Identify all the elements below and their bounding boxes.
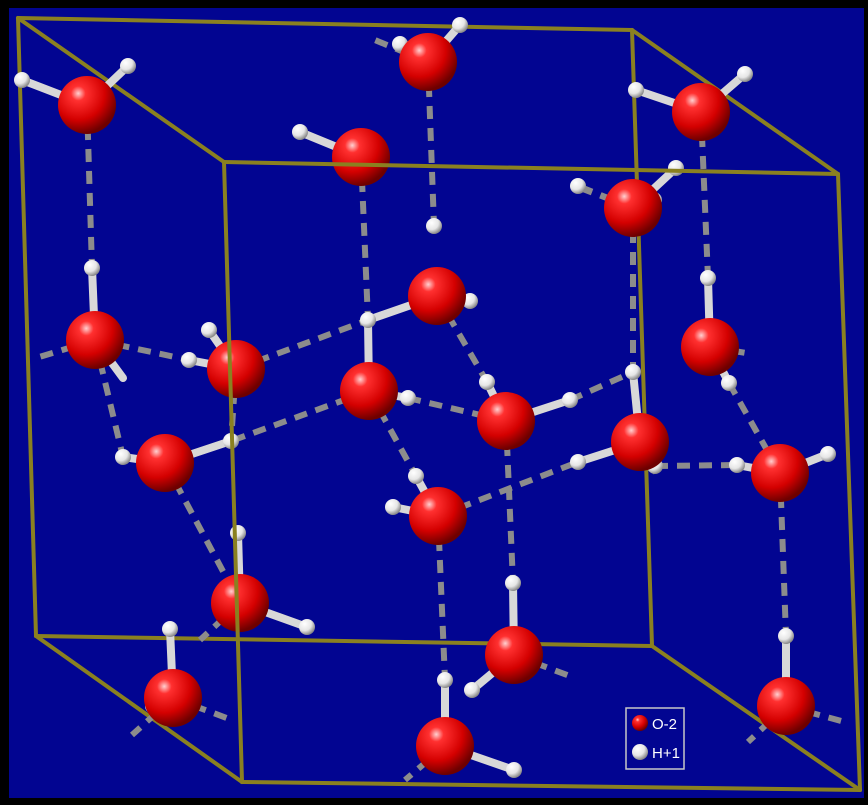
oxygen-atom <box>332 128 390 186</box>
hydrogen-bond <box>366 389 419 478</box>
hydrogen-atom <box>479 374 495 390</box>
hydrogen-atom <box>737 66 753 82</box>
hydrogen-atom <box>820 446 836 462</box>
oxygen-legend-icon <box>632 715 648 731</box>
hydrogen-atom <box>201 322 217 338</box>
hydrogen-atom <box>462 293 478 309</box>
hydrogen-bond <box>407 395 507 424</box>
hydrogen-atom <box>729 457 745 473</box>
hydrogen-atom <box>625 364 641 380</box>
cell-edge <box>222 160 244 784</box>
hydrogen-atom <box>570 178 586 194</box>
hydrogen-atom <box>162 621 178 637</box>
oxygen-atom <box>58 76 116 134</box>
oxygen-atom <box>144 669 202 727</box>
atoms <box>14 17 836 778</box>
oxygen-atom <box>211 574 269 632</box>
cell-edge <box>630 28 654 648</box>
hydrogen-bond <box>568 369 635 403</box>
hydrogen-bond <box>726 381 783 475</box>
cell-edge <box>650 644 862 792</box>
cell-edge <box>16 16 226 164</box>
oxygen-atom <box>207 340 265 398</box>
hydrogen-atom <box>570 454 586 470</box>
legend-label-oxygen: O-2 <box>652 716 677 733</box>
oxygen-atom <box>408 267 466 325</box>
cell-edge <box>222 160 840 176</box>
oxygen-atom <box>136 434 194 492</box>
oxygen-atom <box>672 83 730 141</box>
oxygen-atom <box>611 413 669 471</box>
legend-label-hydrogen: H+1 <box>652 745 680 762</box>
oxygen-atom <box>66 311 124 369</box>
hydrogen-atom <box>120 58 136 74</box>
oxygen-atom <box>399 33 457 91</box>
hydrogen-atom <box>452 17 468 33</box>
unit-cell-front-edges <box>222 160 862 792</box>
oxygen-atom <box>681 318 739 376</box>
hydrogen-atom <box>506 762 522 778</box>
oxygen-atom <box>477 392 535 450</box>
hydrogen-atom <box>464 682 480 698</box>
cell-edge <box>34 634 654 648</box>
oxygen-atom <box>751 444 809 502</box>
oxygen-atom <box>485 626 543 684</box>
hydrogen-atom <box>14 72 30 88</box>
cell-edge <box>16 16 38 638</box>
hydrogen-atom <box>408 468 424 484</box>
hydrogen-atom <box>700 270 716 286</box>
hydrogen-atom <box>437 672 453 688</box>
hydrogen-atom <box>360 312 376 328</box>
legend-box <box>625 707 685 770</box>
oxygen-atom <box>340 362 398 420</box>
oxygen-atom <box>409 487 467 545</box>
hydrogen-atom <box>230 525 246 541</box>
hydrogen-atom <box>505 575 521 591</box>
legend: O-2 H+1 <box>625 707 685 770</box>
hydrogen-atom <box>668 160 684 176</box>
hydrogen-atom <box>385 499 401 515</box>
hydrogen-atom <box>292 124 308 140</box>
cell-edge <box>630 28 840 176</box>
hydrogen-atom <box>721 375 737 391</box>
cell-edge <box>16 16 634 32</box>
unit-cell-back-edges <box>16 16 862 792</box>
hydrogen-atom <box>84 260 100 276</box>
hydrogen-atom <box>426 218 442 234</box>
oxygen-atom <box>416 717 474 775</box>
oxygen-atom <box>757 677 815 735</box>
hydrogen-bond <box>434 294 490 384</box>
hydrogen-atom <box>115 449 131 465</box>
hydrogen-legend-icon <box>632 744 648 760</box>
cell-edge <box>240 780 862 792</box>
hydrogen-atom <box>181 352 197 368</box>
cell-edge <box>34 634 244 784</box>
hydrogen-atom <box>628 82 644 98</box>
hydrogen-atom <box>778 628 794 644</box>
oxygen-atom <box>604 179 662 237</box>
hydrogen-atom <box>562 392 578 408</box>
hydrogen-bond <box>92 339 126 458</box>
hydrogen-atom <box>400 390 416 406</box>
cell-edge <box>836 172 862 792</box>
hydrogen-bond <box>654 462 738 469</box>
hydrogen-atom <box>299 619 315 635</box>
hydrogen-bond <box>94 337 190 363</box>
